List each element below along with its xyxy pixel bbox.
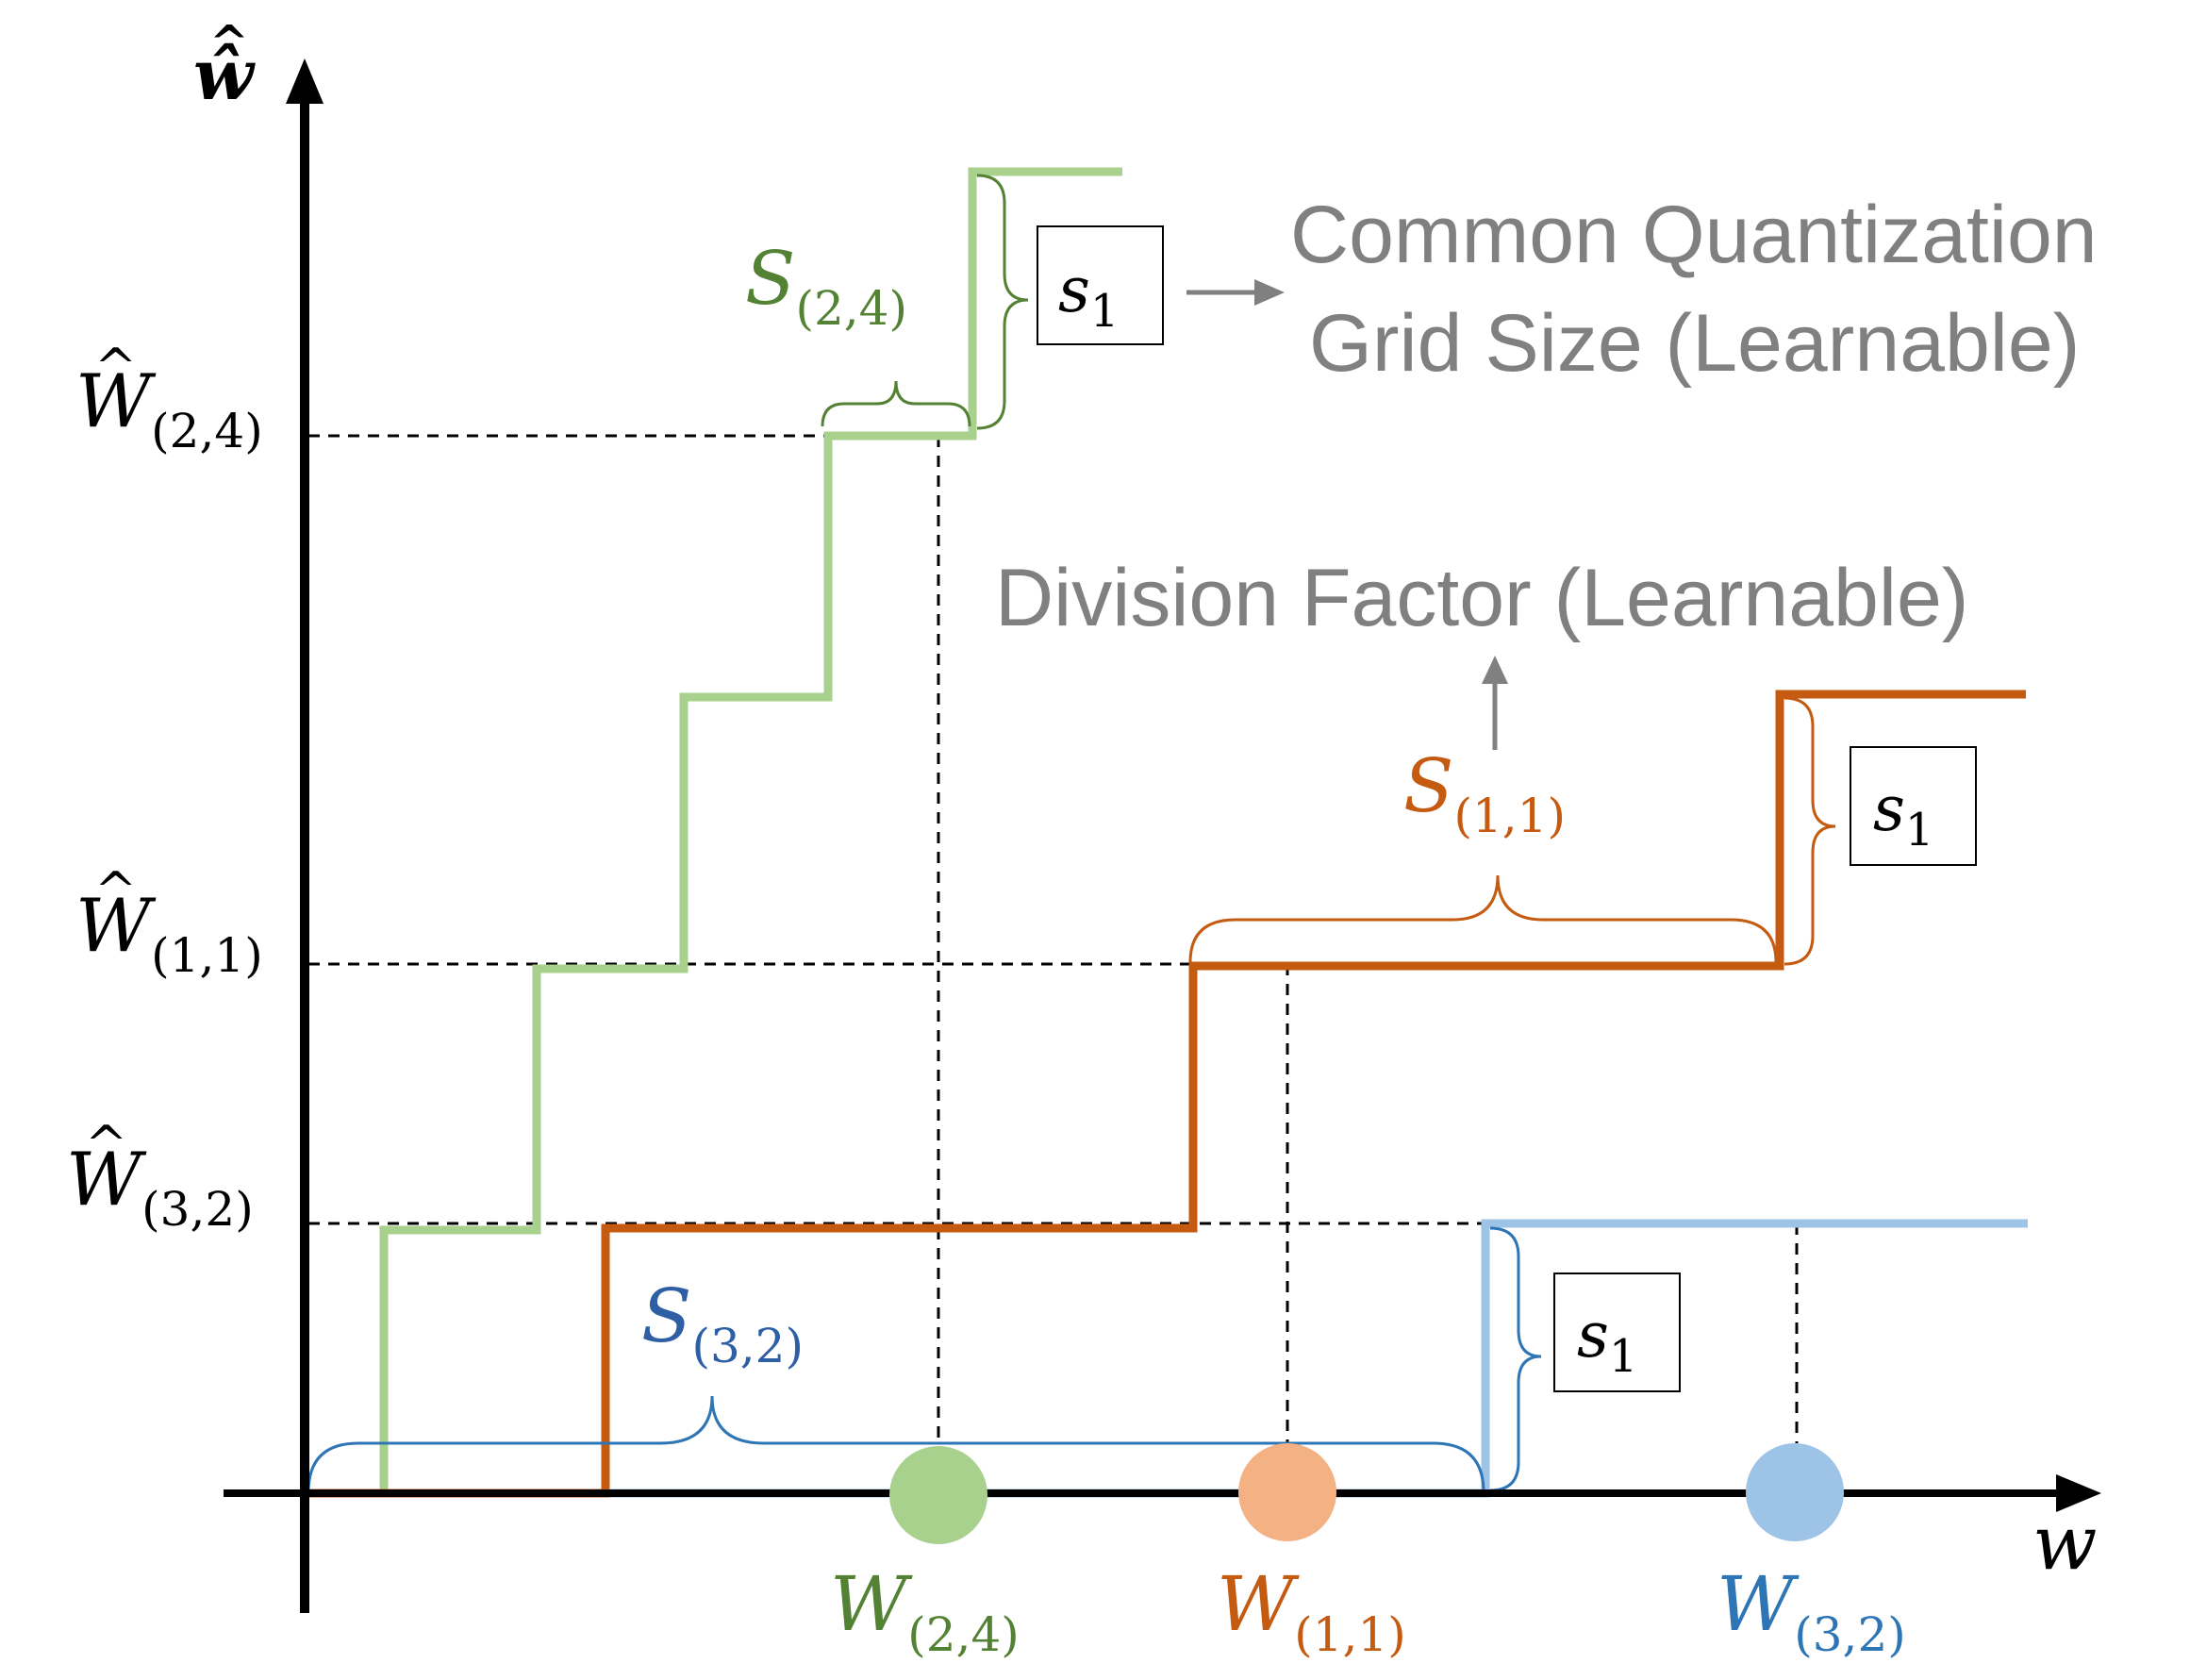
- svg-text:W(2,4): W(2,4): [75, 359, 263, 458]
- y-tick-w11-base: W: [75, 884, 157, 969]
- grid-box-bottom-sub: 1: [1609, 1330, 1638, 1383]
- x-axis-label: w: [2032, 1499, 2097, 1587]
- svg-text:^: ^: [85, 1115, 127, 1174]
- label-w11: W(1,1): [1217, 1560, 1406, 1662]
- green-step-function: [308, 167, 1122, 1498]
- y-axis-label-hat: ^: [209, 14, 249, 70]
- marker-w24: [889, 1446, 987, 1544]
- y-tick-w32-sub: (3,2): [141, 1182, 254, 1237]
- grid-box-top: s1: [1037, 225, 1164, 345]
- division-factor-arrowhead: [1482, 656, 1508, 684]
- grid-box-right: s1: [1850, 746, 1977, 866]
- brace-grid-blue: [1489, 1226, 1542, 1492]
- x-axis-arrowhead: [2056, 1474, 2101, 1512]
- marker-w32: [1746, 1443, 1844, 1541]
- division-factor-label: Division Factor (Learnable): [995, 553, 1968, 643]
- y-tick-w11: ^ W(1,1): [75, 861, 263, 983]
- svg-text:s1: s1: [1577, 1299, 1637, 1383]
- svg-text:s1: s1: [1058, 254, 1119, 338]
- brace-s32: [307, 1395, 1485, 1493]
- common-grid-label-line1: Common Quantization: [1290, 190, 2098, 280]
- grid-box-bottom-base: s: [1577, 1299, 1609, 1372]
- label-w24: W(2,4): [830, 1560, 1020, 1662]
- grid-box-top-sub: 1: [1090, 285, 1120, 338]
- label-s32: S(3,2): [641, 1274, 804, 1373]
- svg-text:W(1,1): W(1,1): [75, 884, 263, 983]
- brace-s11: [1188, 874, 1778, 963]
- label-s11: S(1,1): [1403, 744, 1566, 843]
- y-tick-w32-base: W: [66, 1138, 147, 1223]
- y-tick-w32: ^ W(3,2): [66, 1115, 254, 1237]
- braces: [307, 174, 1836, 1493]
- svg-text:^: ^: [94, 338, 137, 397]
- brace-grid-orange: [1784, 696, 1836, 966]
- y-tick-w11-sub: (1,1): [151, 928, 263, 983]
- svg-text:W(3,2): W(3,2): [66, 1138, 254, 1237]
- brace-s24: [821, 380, 971, 427]
- y-axis-arrowhead: [286, 58, 324, 104]
- brace-grid-green: [976, 174, 1029, 430]
- svg-text:s1: s1: [1873, 773, 1933, 857]
- label-s24: S(2,4): [745, 237, 907, 336]
- label-w32: W(3,2): [1717, 1560, 1906, 1662]
- svg-text:^: ^: [94, 861, 137, 921]
- marker-w11: [1238, 1443, 1336, 1541]
- grid-box-bottom: s1: [1553, 1272, 1681, 1392]
- grid-box-top-base: s: [1058, 254, 1090, 326]
- grid-box-right-sub: 1: [1905, 804, 1934, 857]
- common-grid-arrowhead: [1254, 279, 1285, 306]
- y-tick-w24-sub: (2,4): [151, 404, 263, 458]
- grid-box-right-base: s: [1873, 773, 1905, 845]
- y-axis-label: ŵ: [193, 35, 256, 116]
- orange-step-function: [308, 690, 2026, 1498]
- y-tick-w24-base: W: [75, 359, 157, 444]
- common-grid-label-line2: Grid Size (Learnable): [1309, 298, 2080, 389]
- y-tick-w24: ^ W(2,4): [75, 338, 263, 458]
